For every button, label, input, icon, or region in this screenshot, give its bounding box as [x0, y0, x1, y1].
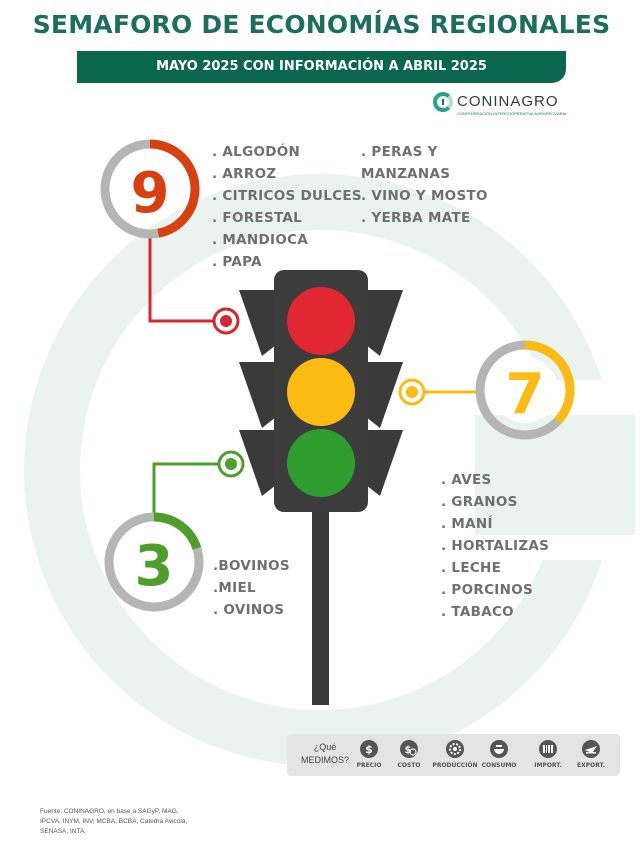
red-item: . ARROZ	[212, 166, 277, 182]
red-item: MANZANAS	[361, 166, 451, 182]
red-light	[287, 287, 355, 355]
consumption-icon	[490, 740, 508, 758]
green-light	[287, 429, 355, 497]
page-title: SEMAFORO DE ECONOMÍAS REGIONALES	[32, 10, 611, 39]
svg-text:$: $	[365, 743, 373, 756]
green-gauge: 3	[104, 512, 204, 612]
measure-price: $ PRECIO	[343, 739, 395, 769]
cost-icon: $	[400, 740, 418, 758]
measures-panel: ¿Qué MEDIMOS? $ PRECIO $ COSTO PRODUCCIÓ…	[287, 734, 620, 776]
date-banner: MAYO 2025 CON INFORMACIÓN A ABRIL 2025	[77, 51, 566, 83]
measure-production: PRODUCCIÓN	[429, 739, 481, 769]
yellow-gauge: 7	[475, 340, 575, 440]
export-icon	[582, 740, 600, 758]
yellow-gauge-fill	[475, 340, 575, 440]
yellow-light	[287, 358, 355, 426]
logo-tagline: CONFEDERACIÓN INTERCOOPERATIVA AGROPECUA…	[457, 111, 567, 116]
yellow-item: . HORTALIZAS	[441, 538, 550, 554]
svg-text:$: $	[405, 745, 412, 756]
red-item: . ALGODÓN	[212, 144, 301, 160]
measure-cost: $ COSTO	[383, 739, 435, 769]
green-connector	[152, 462, 219, 515]
production-icon	[446, 740, 464, 758]
yellow-item: . AVES	[441, 472, 492, 488]
green-gauge-fill	[104, 512, 204, 612]
measures-question: ¿Qué MEDIMOS?	[300, 742, 349, 765]
traffic-light-visors	[239, 290, 403, 496]
green-item: .MIEL	[213, 580, 256, 596]
source-note: Fuente: CONINAGRO, en base a SAGyP, MAG,…	[40, 808, 188, 835]
measure-import: IMPORT.	[522, 739, 574, 769]
measure-export: EXPORT.	[565, 739, 617, 769]
red-item: . FORESTAL	[212, 210, 303, 226]
red-connector	[148, 237, 216, 323]
red-item: . PAPA	[212, 254, 262, 270]
red-count: 9	[131, 161, 170, 226]
price-icon: $	[360, 740, 378, 758]
red-gauge: 9	[100, 139, 200, 239]
yellow-item: . PORCINOS	[441, 582, 534, 598]
green-count: 3	[135, 534, 174, 599]
yellow-item: . MANÍ	[441, 516, 493, 532]
yellow-item: . TABACO	[441, 604, 514, 620]
green-item: .BOVINOS	[213, 558, 290, 574]
import-icon	[539, 740, 557, 758]
traffic-light-pole	[312, 500, 329, 705]
red-item: . VINO Y MOSTO	[361, 188, 488, 204]
logo-name: CONINAGRO	[457, 93, 559, 110]
red-item: . PERAS Y	[361, 144, 438, 160]
red-gauge-fill	[100, 139, 200, 239]
yellow-item: . GRANOS	[441, 494, 518, 510]
yellow-count: 7	[506, 362, 545, 427]
red-item: . MANDIOCA	[212, 232, 309, 248]
red-item: . CITRICOS DULCES	[212, 188, 362, 204]
measure-consumption: CONSUMO	[473, 739, 525, 769]
coninagro-logo-icon	[433, 92, 453, 112]
red-item: . YERBA MATE	[361, 210, 471, 226]
yellow-item: . LECHE	[441, 560, 502, 576]
coninagro-logo: CONINAGRO CONFEDERACIÓN INTERCOOPERATIVA…	[433, 92, 573, 122]
green-item: . OVINOS	[213, 602, 285, 618]
